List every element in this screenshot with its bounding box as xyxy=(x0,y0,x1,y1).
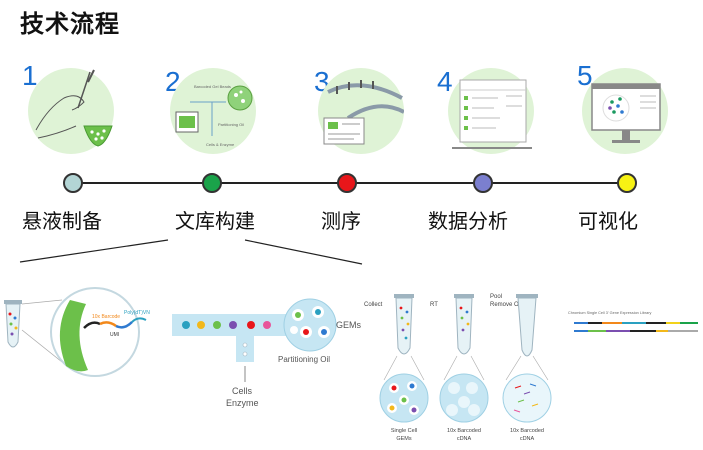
cell-suspension-icon xyxy=(35,69,113,147)
visualization-icon xyxy=(591,83,661,143)
sequencing-library: Chromium Single Cell 3' Gene Expression … xyxy=(568,311,698,332)
step-2-icon-bg: Barcoded Gel Beads Partitioning Oil Cell… xyxy=(170,68,256,154)
step-1-label: 悬液制备 xyxy=(22,209,102,233)
partitioning-oil-text: Partitioning Oil xyxy=(218,122,244,127)
caption-3-line-2: cDNA xyxy=(520,436,535,442)
rt-label: RT xyxy=(430,302,438,308)
step-3-icon-bg xyxy=(318,68,405,154)
tube-rt xyxy=(454,294,474,355)
collect-label: Collect xyxy=(364,302,383,308)
caption-2-line-2: cDNA xyxy=(457,436,472,442)
gel-bead-detail: 10x Barcode Poly(dT)VN UMI xyxy=(50,287,150,377)
cells-enzyme-text: Cells & Enzyme xyxy=(206,142,235,147)
step-2-label: 文库构建 xyxy=(175,209,255,233)
step-3-dot[interactable] xyxy=(337,173,357,193)
pool-label: Pool xyxy=(490,294,502,300)
barcoded-gel-beads-text: Barcoded Gel Beads xyxy=(194,84,231,89)
caption-1-line-2: GEMs xyxy=(396,436,412,442)
step-5-label: 可视化 xyxy=(578,209,638,233)
cells-label: Cells xyxy=(232,386,253,396)
barcoded-cdna-view-2 xyxy=(502,373,552,423)
step-4-icon-bg xyxy=(448,68,534,154)
gems-label: GEMs xyxy=(336,320,362,330)
enzyme-label: Enzyme xyxy=(226,398,259,408)
tube-pool xyxy=(516,294,538,357)
step-number-5: 5 xyxy=(577,60,593,91)
step-3-label: 测序 xyxy=(321,209,361,233)
step-5-icon-bg xyxy=(582,68,668,154)
umi-label: UMI xyxy=(110,332,119,338)
caption-2-line-1: 10x Barcoded xyxy=(447,428,481,434)
step-number-4: 4 xyxy=(437,66,453,97)
polydt-label: Poly(dT)VN xyxy=(124,310,150,316)
library-construction-icon: Barcoded Gel Beads Partitioning Oil Cell… xyxy=(175,84,253,147)
barcoded-cdna-view-1 xyxy=(439,373,489,423)
data-analysis-icon xyxy=(452,79,532,149)
step-1-icon-bg xyxy=(28,68,114,154)
workflow-detail: 10x Barcode Poly(dT)VN UMI GEMs Partitio… xyxy=(4,287,698,442)
step-5-dot[interactable] xyxy=(617,173,637,193)
step-2-dot[interactable] xyxy=(202,173,222,193)
remove-oil-label: Remove Oil xyxy=(490,302,521,308)
step-4-dot[interactable] xyxy=(473,173,493,193)
sequencing-icon xyxy=(323,80,405,145)
page-title: 技术流程 xyxy=(20,10,120,38)
caption-1-line-1: Single Cell xyxy=(391,428,417,434)
microfluidic-chip: GEMs Partitioning Oil Cells Enzyme xyxy=(172,298,362,408)
step-4-label: 数据分析 xyxy=(428,209,508,233)
partitioning-oil-label: Partitioning Oil xyxy=(278,355,330,364)
step-number-1: 1 xyxy=(22,60,38,91)
caption-3-line-1: 10x Barcoded xyxy=(510,428,544,434)
tube-collect xyxy=(394,294,414,355)
library-label: Chromium Single Cell 3' Gene Expression … xyxy=(568,311,652,315)
step-1-dot[interactable] xyxy=(63,173,83,193)
barcode-label: 10x Barcode xyxy=(92,314,120,320)
tube-icon xyxy=(4,300,22,348)
single-cell-gems-view xyxy=(379,373,429,423)
